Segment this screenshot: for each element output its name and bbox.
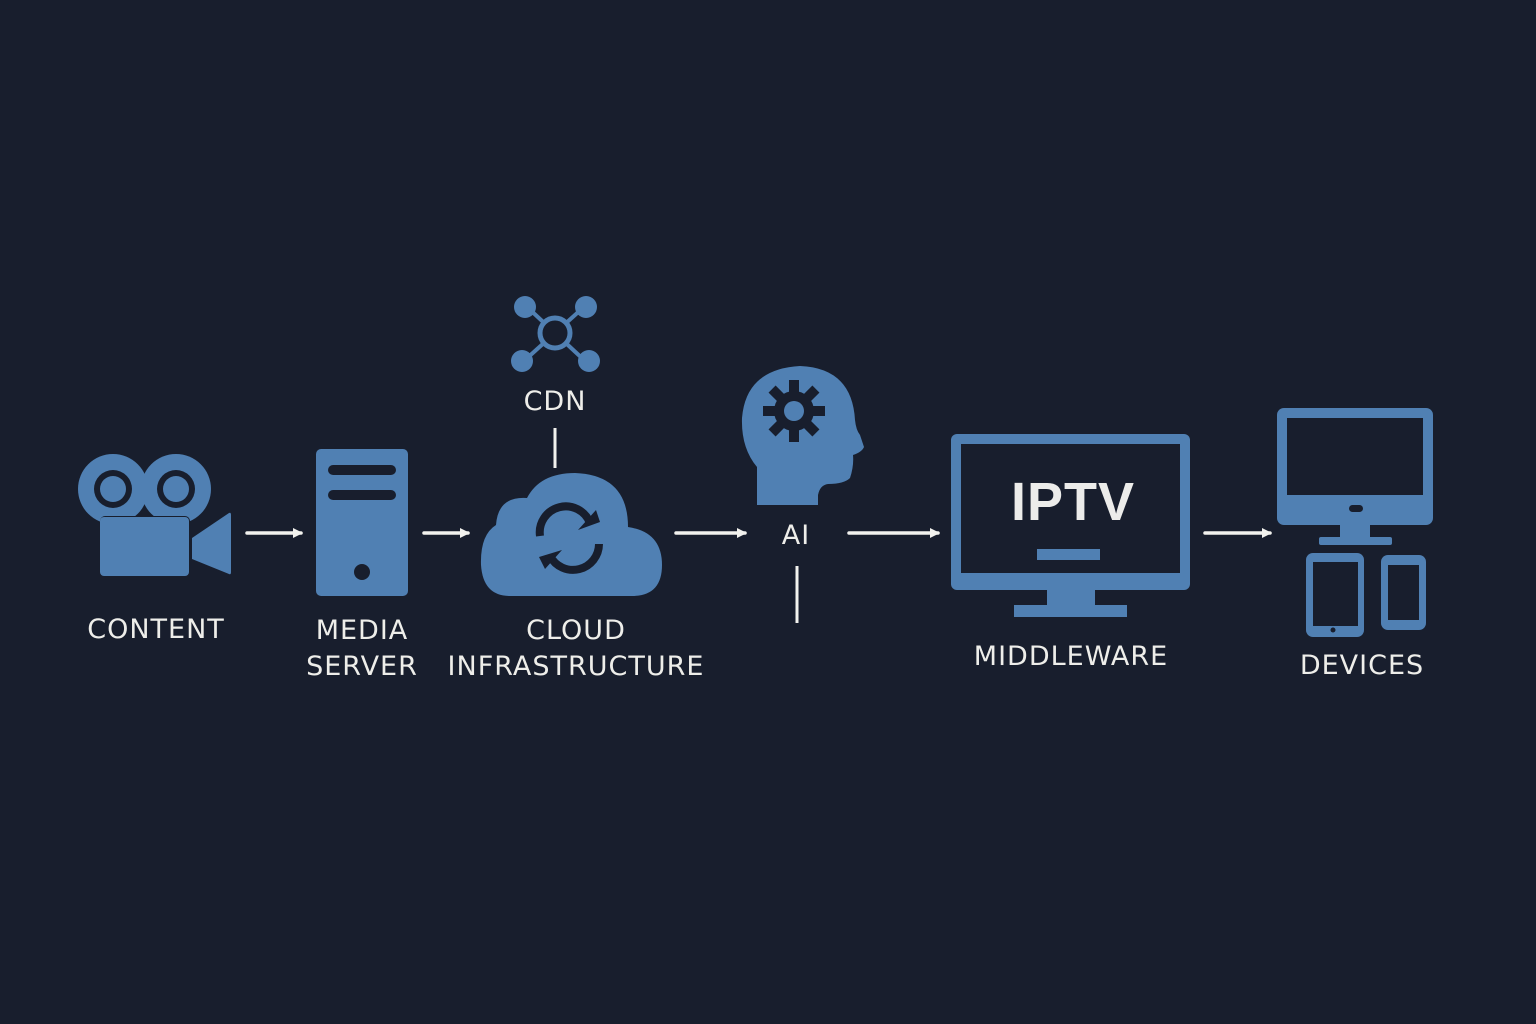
media-server-label: MEDIA SERVER xyxy=(306,613,418,685)
server-tower-icon xyxy=(316,449,408,596)
head-gear-icon xyxy=(741,366,864,505)
content-label-line: CONTENT xyxy=(87,614,225,645)
middleware-label: MIDDLEWARE xyxy=(974,639,1168,675)
movie-camera-icon xyxy=(78,454,231,576)
content-label: CONTENT xyxy=(87,612,225,648)
ai-label-text: AI xyxy=(781,520,811,551)
iptv-screen-text: IPTV xyxy=(1010,472,1136,532)
phone-icon xyxy=(1381,555,1426,630)
devices-label: DEVICES xyxy=(1300,648,1424,684)
cloud-label: CLOUD INFRASTRUCTURE xyxy=(448,613,705,685)
cdn-label: CDN xyxy=(524,384,587,420)
cloud-label-line-2: INFRASTRUCTURE xyxy=(447,651,705,682)
tablet-icon xyxy=(1306,553,1364,637)
monitor-icon xyxy=(951,434,1190,617)
media-server-label-line-2: SERVER xyxy=(306,651,418,682)
devices-icon xyxy=(1277,408,1433,637)
desktop-monitor-icon xyxy=(1277,408,1433,545)
cloud-sync-icon xyxy=(480,473,662,596)
cloud-label-line-1: CLOUD xyxy=(526,615,626,646)
middleware-label-text: MIDDLEWARE xyxy=(973,641,1169,672)
ai-label: AI xyxy=(782,518,810,554)
devices-label-text: DEVICES xyxy=(1299,650,1425,681)
cdn-label-text: CDN xyxy=(523,386,587,417)
media-server-label-line-1: MEDIA xyxy=(315,615,409,646)
network-hub-icon xyxy=(511,296,600,372)
